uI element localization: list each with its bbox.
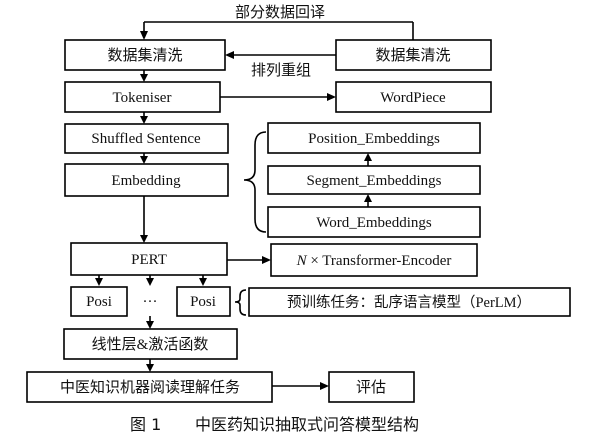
arrowhead <box>146 364 154 372</box>
clean-right-box <box>335 39 492 71</box>
nodes <box>26 39 571 403</box>
encoder-label: N × Transformer-Encoder <box>296 253 452 269</box>
shuffled-label: Shuffled Sentence <box>91 131 201 147</box>
encoder-times: × <box>310 253 318 269</box>
arrowhead <box>146 321 154 329</box>
arrowhead <box>140 116 148 124</box>
segment-emb-label: Segment_Embeddings <box>307 173 442 189</box>
embedding-label: Embedding <box>111 173 181 189</box>
segment-emb-box <box>267 165 481 195</box>
encoder-name: Transformer-Encoder <box>322 253 451 269</box>
wordpiece-box <box>335 81 492 113</box>
word-emb-box <box>267 206 481 238</box>
arrowhead <box>262 256 271 264</box>
posi-dots-label: ··· <box>143 294 158 310</box>
arrowhead <box>320 382 329 390</box>
connectors <box>95 21 414 390</box>
posi-right-label: Posi <box>190 294 216 310</box>
arrowhead <box>146 278 154 286</box>
tokeniser-box <box>64 81 221 113</box>
encoder-box <box>270 243 478 277</box>
word-emb-label: Word_Embeddings <box>316 215 432 231</box>
arrowhead <box>140 156 148 164</box>
arrowhead <box>364 194 372 202</box>
figure-number: 图 1 <box>130 415 161 434</box>
figure-title: 中医药知识抽取式问答模型结构 <box>195 415 419 434</box>
clean-left-box <box>64 39 226 71</box>
back-translation-label: 部分数据回译 <box>235 4 325 21</box>
posi-left-label: Posi <box>86 294 112 310</box>
evaluate-label: 评估 <box>356 379 386 396</box>
wordpiece-label: WordPiece <box>380 90 446 106</box>
arrowhead <box>140 74 148 82</box>
tokeniser-label: Tokeniser <box>113 90 172 106</box>
encoder-n: N <box>296 253 308 269</box>
arrowhead <box>140 31 148 40</box>
embedding-box <box>64 163 229 197</box>
posi-right-box <box>176 286 231 317</box>
mrc-task-box <box>26 371 273 403</box>
reorder-label: 排列重组 <box>251 62 311 79</box>
position-emb-label: Position_Embeddings <box>308 131 440 147</box>
arrowhead <box>327 93 336 101</box>
arrowhead <box>364 153 372 161</box>
figure-caption: 图 1 中医药知识抽取式问答模型结构 <box>130 415 419 434</box>
pert-box <box>70 242 228 276</box>
shuffled-box <box>64 123 229 154</box>
pretrain-task-label: 预训练任务：乱序语言模型（PerLM） <box>287 294 531 311</box>
linear-label: 线性层&激活函数 <box>92 336 209 353</box>
arrowhead <box>95 278 103 286</box>
pert-label: PERT <box>131 252 167 268</box>
mrc-task-label: 中医知识机器阅读理解任务 <box>60 379 240 396</box>
arrowhead <box>225 51 234 59</box>
pretrain-task-box <box>248 287 571 317</box>
clean-left-label: 数据集清洗 <box>107 47 182 64</box>
evaluate-box <box>328 371 415 403</box>
posi-left-box <box>70 286 128 317</box>
arrowhead <box>199 278 207 286</box>
arrowhead <box>140 235 148 243</box>
linear-box <box>63 328 238 360</box>
clean-right-label: 数据集清洗 <box>375 47 450 64</box>
position-emb-box <box>267 122 481 154</box>
embedding-brace <box>243 131 267 233</box>
task-brace <box>234 289 247 316</box>
labels: 部分数据回译 数据集清洗 数据集清洗 排列重组 Tokeniser WordPi… <box>60 4 531 396</box>
